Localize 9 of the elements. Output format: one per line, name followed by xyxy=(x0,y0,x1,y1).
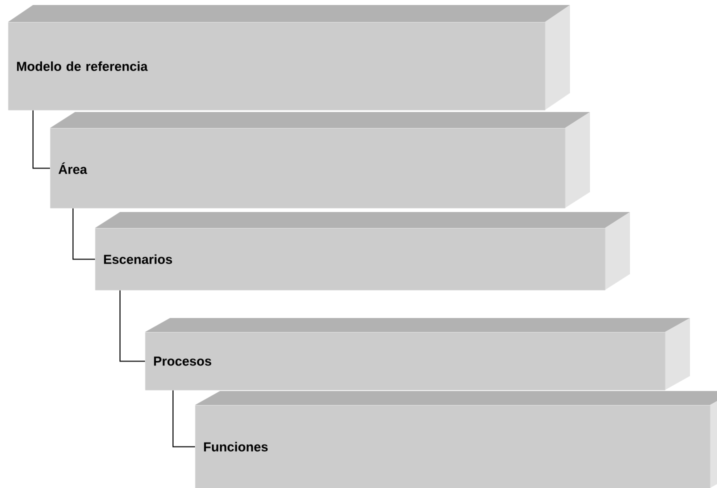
block-box: Funciones xyxy=(195,391,717,488)
block-box: Procesos xyxy=(145,318,690,390)
block-box: Área xyxy=(50,112,590,208)
connector-line xyxy=(32,110,50,169)
connector-line xyxy=(120,290,146,362)
block-box: Modelo de referencia xyxy=(8,5,570,110)
block-box: Escenarios xyxy=(95,212,630,290)
connector-line xyxy=(172,390,196,448)
connector-line xyxy=(72,208,96,260)
